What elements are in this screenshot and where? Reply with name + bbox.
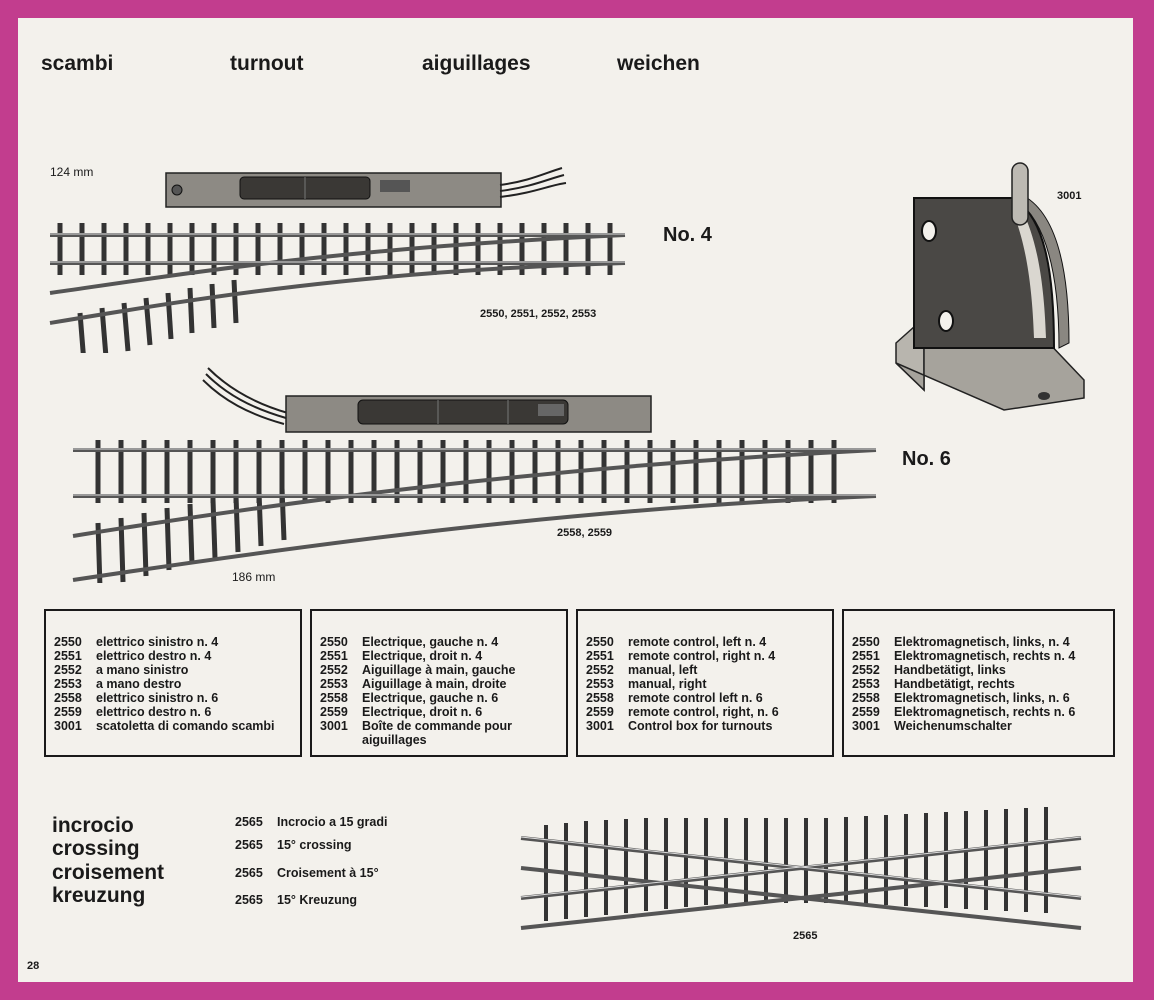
crossing-title-italian: incrocio xyxy=(52,814,134,837)
control-box-illustration xyxy=(895,162,1085,411)
heading-english: turnout xyxy=(230,52,304,75)
control-box-code: 3001 xyxy=(1057,190,1082,202)
crossing-title-french: croisement xyxy=(52,861,165,884)
turnout6-length: 186 mm xyxy=(232,570,276,584)
crossing-title-english: crossing xyxy=(52,837,140,860)
turnout4-illustration xyxy=(49,167,626,353)
turnout6-title: No. 6 xyxy=(902,448,951,470)
turnout6-codes: 2558, 2559 xyxy=(557,527,613,539)
page-number: 28 xyxy=(27,960,40,972)
crossing-title-german: kreuzung xyxy=(52,884,146,907)
turnout4-title: No. 4 xyxy=(663,224,712,246)
crossing-illustration xyxy=(520,807,1082,930)
crossing-code: 2565 xyxy=(793,930,818,942)
heading-italian: scambi xyxy=(41,52,114,75)
heading-french: aiguillages xyxy=(422,52,531,75)
turnout4-codes: 2550, 2551, 2552, 2553 xyxy=(480,308,597,320)
turnout4-length: 124 mm xyxy=(50,165,94,179)
heading-german: weichen xyxy=(617,52,700,75)
turnout6-illustration xyxy=(72,367,877,583)
catalog-page: scambi turnout aiguillages weichen 124 m… xyxy=(18,18,1133,982)
